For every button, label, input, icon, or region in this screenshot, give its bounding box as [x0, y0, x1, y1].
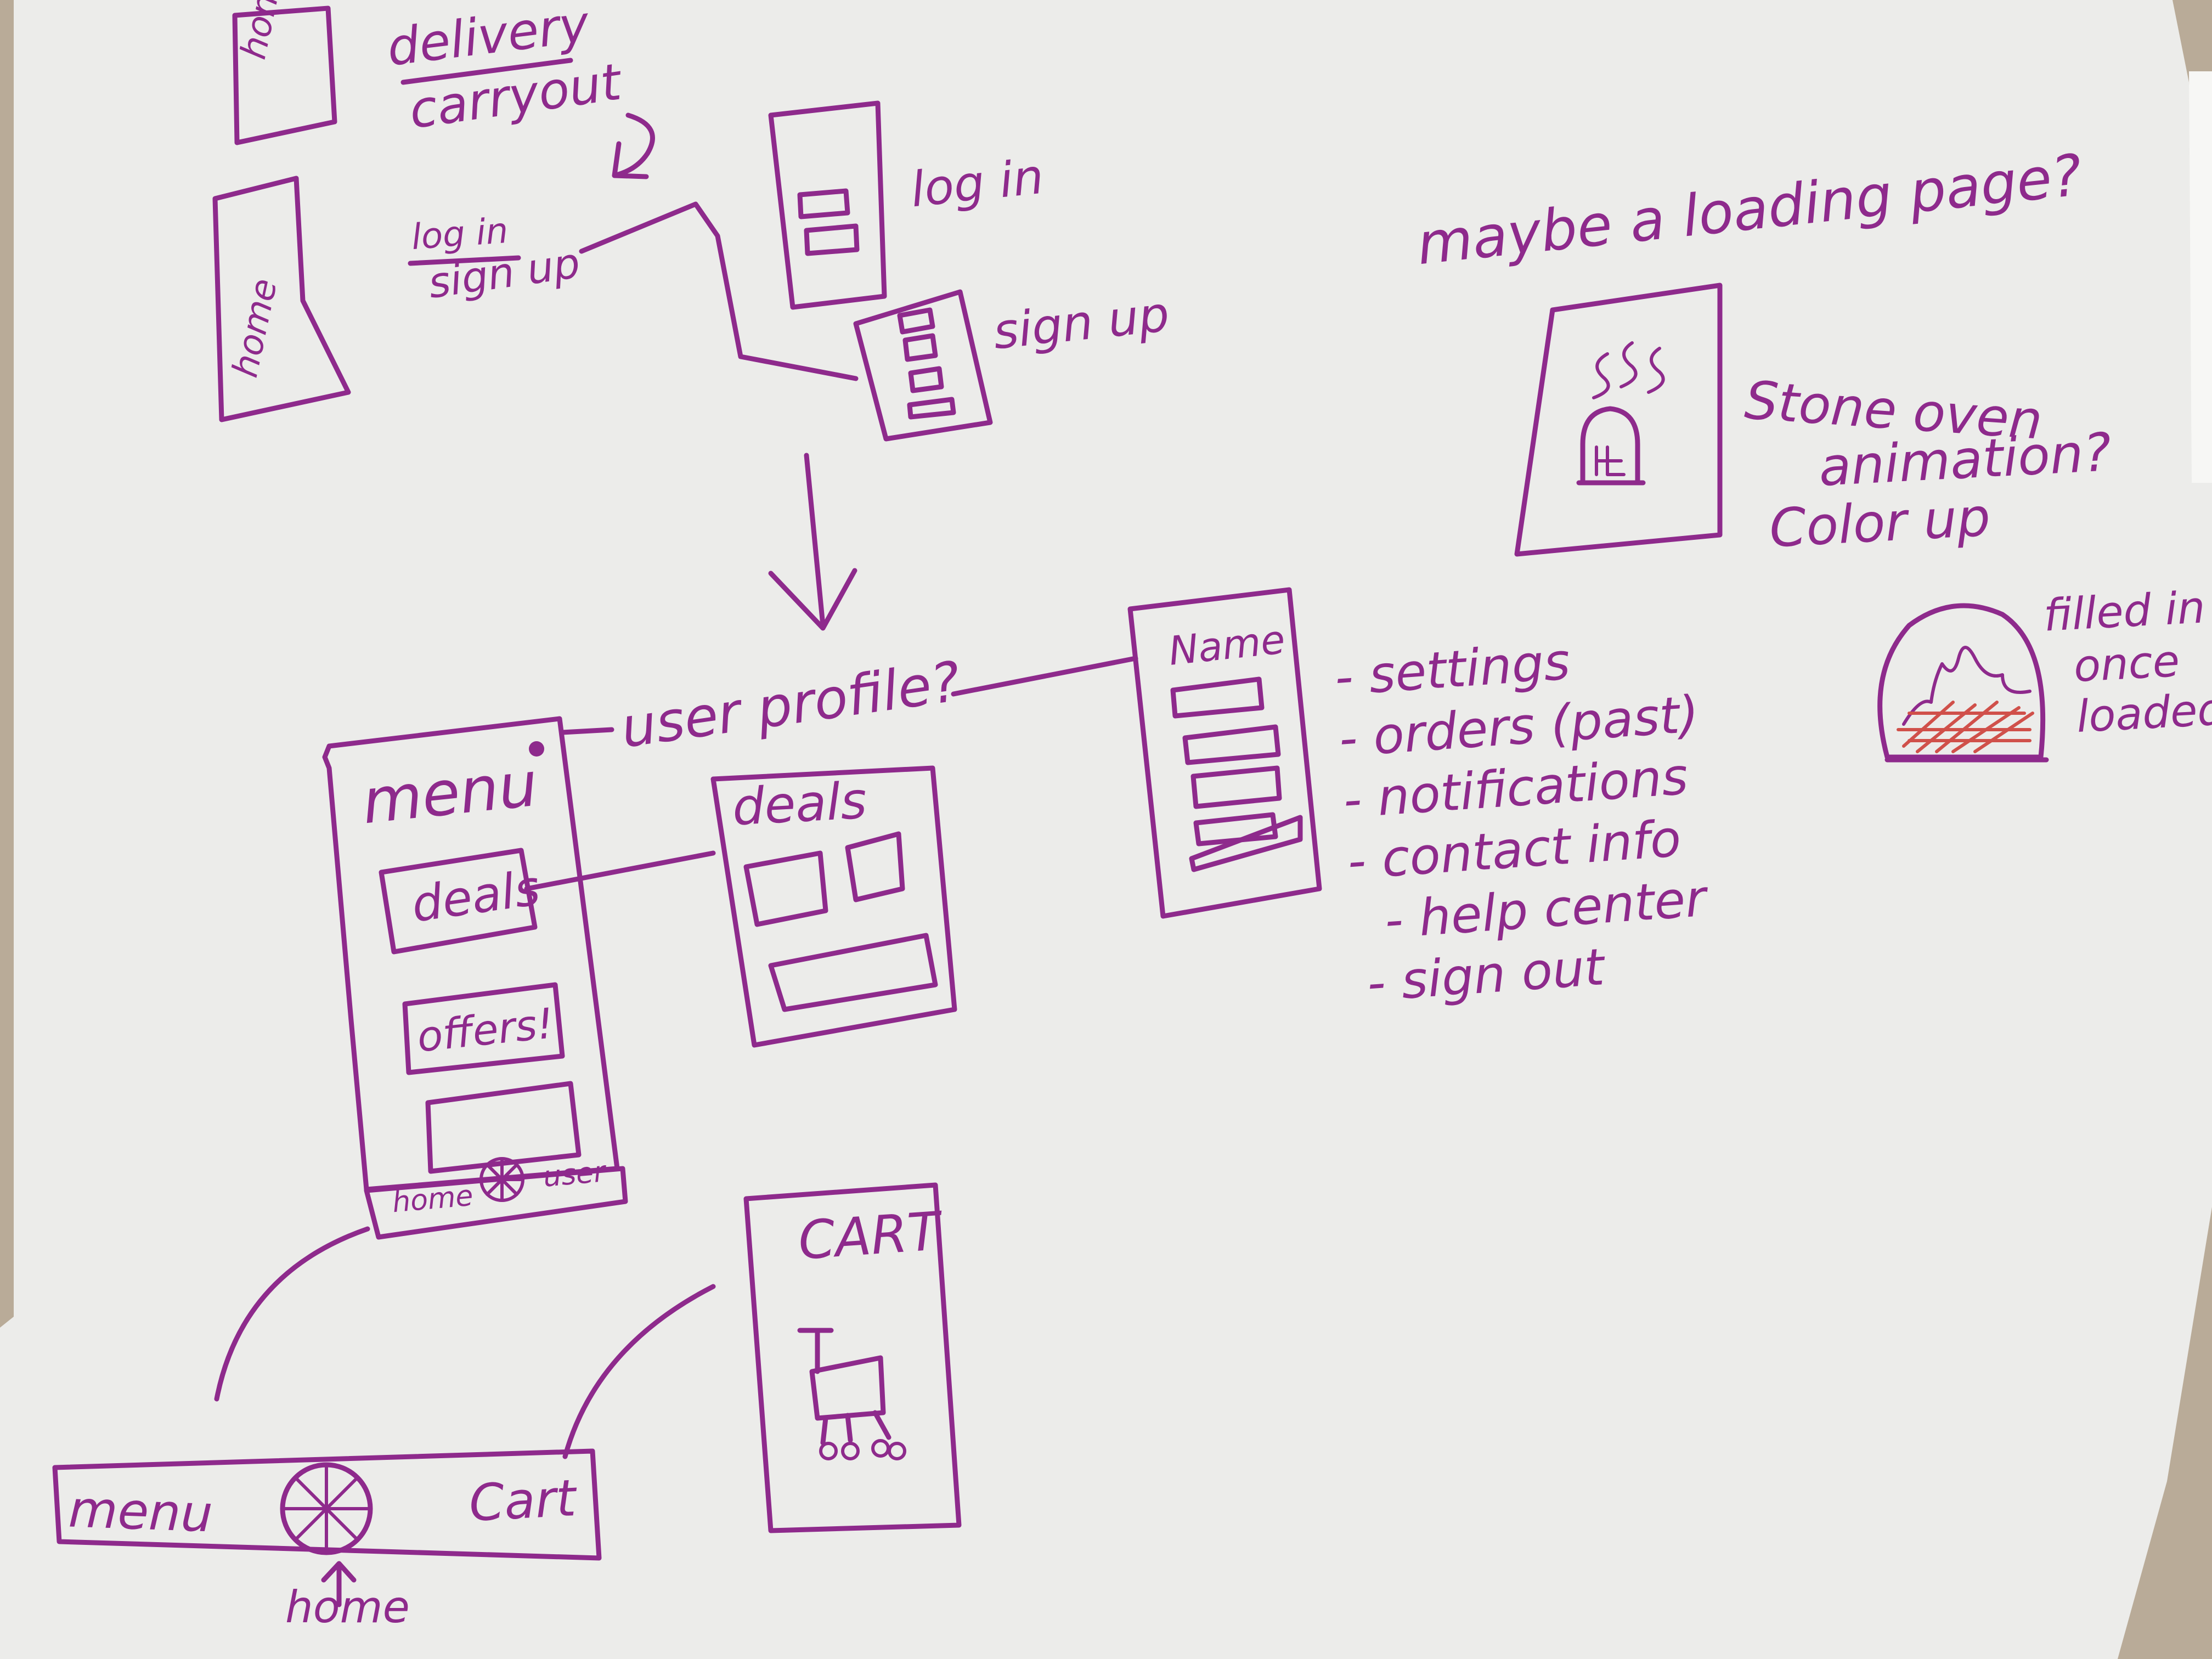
filled-oven-icon: [1877, 603, 2046, 760]
auth-connector: [579, 201, 859, 381]
steam-2: [1620, 341, 1638, 388]
cart-wheel-2: [841, 1442, 860, 1460]
bottom-nav-bar: [52, 1448, 602, 1561]
label-filled-note-2: once: [2072, 635, 2181, 692]
user-profile-connector: [560, 656, 1138, 735]
menu-blank-box: [425, 1081, 582, 1174]
cart-to-bar-curve: [562, 1284, 716, 1459]
login-screen: [768, 100, 887, 310]
signup-field-2: [902, 333, 938, 362]
deals-banner: [768, 933, 938, 1012]
paper-edge-shadow: [2189, 71, 2212, 483]
label-nav-user: user: [541, 1155, 607, 1194]
home-screen-top: [232, 5, 337, 145]
label-name: Name: [1166, 616, 1288, 674]
signup-field-1: [897, 307, 935, 335]
name-field-2: [1182, 724, 1281, 765]
deals-card-2: [845, 831, 905, 902]
deals-card-1: [743, 850, 828, 927]
fire-flames: [1902, 646, 2032, 726]
deals-screen: [710, 765, 957, 1048]
label-oven-note-2: animation?: [1817, 421, 2113, 498]
profile-options-list: - settings - orders (past) - notificatio…: [1333, 628, 1718, 1020]
name-screen: [1127, 587, 1322, 919]
label-filled-note-3: loaded: [2075, 683, 2212, 743]
name-field-5: [1189, 815, 1303, 872]
menu-offers-box: [402, 982, 565, 1075]
login-field-2: [804, 223, 860, 256]
menu-nav-bar: [364, 1166, 628, 1240]
label-menu-title: menu: [359, 748, 541, 838]
name-field-1: [1170, 676, 1265, 719]
oven-fire-small: [1595, 445, 1626, 476]
label-nav-home: home: [391, 1179, 475, 1220]
loading-screen: [1514, 283, 1723, 557]
signup-screen: [853, 289, 993, 442]
label-cart-title: CART: [796, 1200, 942, 1272]
name-field-3: [1190, 765, 1282, 809]
carryout-arrow: [612, 112, 655, 179]
steam-3: [1647, 347, 1665, 394]
fire-scribble: [1897, 701, 2034, 753]
label-filled-note-1: filled in: [2042, 582, 2207, 641]
cart-screen: [743, 1182, 962, 1533]
home-arrow-up: [321, 1561, 357, 1607]
login-underline: [408, 255, 521, 266]
signup-field-4: [907, 397, 956, 420]
label-oven-note-3: Color up: [1768, 486, 1992, 560]
deals-connector: [524, 850, 716, 891]
label-bar-menu: menu: [67, 1480, 214, 1544]
label-login-small: log in: [410, 210, 510, 258]
cart-wheel-1: [819, 1442, 838, 1460]
label-login: log in: [908, 148, 1047, 218]
label-deals-title: deals: [731, 771, 868, 837]
nav-pizza-slices: [479, 1157, 524, 1202]
cart-wheel-4: [888, 1442, 906, 1460]
bar-pizza-slices: [281, 1463, 372, 1554]
signup-field-3: [908, 366, 944, 393]
cart-icon: [797, 1328, 891, 1446]
steam-1: [1592, 352, 1610, 399]
stone-oven-icon: [1580, 406, 1640, 486]
delivery-underline: [400, 58, 573, 85]
label-bar-cart: Cart: [467, 1468, 578, 1533]
menu-to-bar-curve: [214, 1226, 370, 1402]
notification-dot: [529, 741, 544, 757]
label-bar-home: home: [285, 1582, 410, 1633]
home-screen-second: [212, 176, 351, 422]
menu-deals-box: [379, 848, 538, 955]
name-field-4: [1193, 812, 1278, 847]
login-field-1: [797, 188, 850, 219]
flow-arrow-down: [768, 453, 857, 631]
